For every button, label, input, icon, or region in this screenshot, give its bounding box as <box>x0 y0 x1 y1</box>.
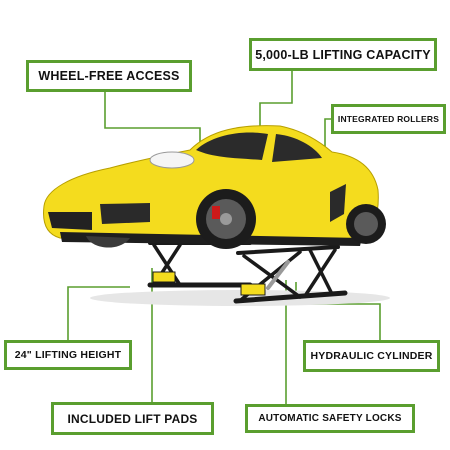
callout-included-lift-pads: INCLUDED LIFT PADS <box>51 402 214 435</box>
brake-caliper <box>212 206 220 219</box>
wheel-front-hub <box>220 213 232 225</box>
car-windshield <box>196 132 268 160</box>
sports-car <box>43 125 386 249</box>
car-side-intake <box>330 184 346 222</box>
car-side-window <box>272 134 322 162</box>
wheel-front-left-shadow <box>86 236 130 248</box>
callout-lifting-capacity: 5,000-LB LIFTING CAPACITY <box>249 38 437 71</box>
callout-wheel-free-access: WHEEL-FREE ACCESS <box>26 60 192 92</box>
leader-height <box>67 286 130 340</box>
wheel-rear-rim <box>354 212 378 236</box>
callout-hydraulic-cylinder: HYDRAULIC CYLINDER <box>303 340 440 372</box>
car-headlight <box>149 151 195 169</box>
car-front-grille <box>48 212 92 230</box>
callout-integrated-rollers: INTEGRATED ROLLERS <box>331 104 446 134</box>
lift-pad-right <box>240 283 266 296</box>
callout-automatic-safety-locks: AUTOMATIC SAFETY LOCKS <box>245 404 415 433</box>
car-front-intake <box>100 203 150 224</box>
callout-lifting-height: 24" LIFTING HEIGHT <box>4 340 132 370</box>
lift-pad-left <box>152 271 176 283</box>
